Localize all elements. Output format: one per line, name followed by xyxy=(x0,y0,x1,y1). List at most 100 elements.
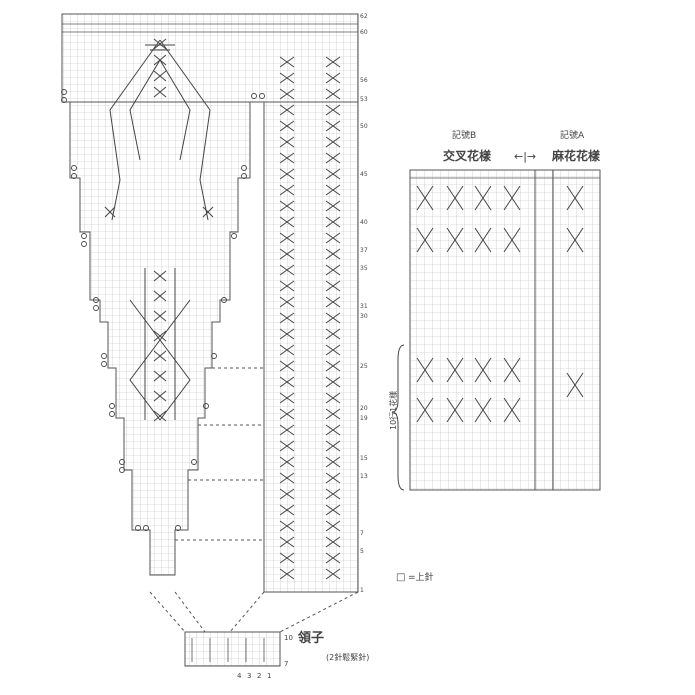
cross-mark-stroke xyxy=(279,504,295,516)
cross-mark-stroke xyxy=(202,206,214,218)
cross-mark-stroke xyxy=(325,568,341,580)
cross-mark-stroke xyxy=(279,216,295,228)
cross-mark-stroke xyxy=(153,310,167,322)
cross-mark-stroke xyxy=(416,227,434,253)
cross-mark-stroke xyxy=(325,232,341,244)
cross-mark-stroke xyxy=(153,270,167,282)
cross-mark-stroke xyxy=(279,440,295,452)
cross-mark-stroke xyxy=(566,227,584,253)
cross-mark-stroke xyxy=(279,232,295,244)
cross-mark-stroke xyxy=(503,397,521,423)
title-cable-pattern: 麻花花樣 xyxy=(551,148,601,163)
cross-mark-stroke xyxy=(279,184,295,196)
cross-mark-stroke xyxy=(279,296,295,308)
legend-purl-text: =上針 xyxy=(408,571,434,583)
cross-mark-stroke xyxy=(325,280,341,292)
cross-mark-stroke xyxy=(279,536,295,548)
cross-mark-stroke xyxy=(153,290,167,302)
cross-mark-stroke xyxy=(279,488,295,500)
swatch-row-7: 7 xyxy=(284,660,288,668)
cross-mark-stroke xyxy=(325,552,341,564)
cross-mark-stroke xyxy=(325,152,341,164)
cross-mark-stroke xyxy=(446,397,464,423)
cross-mark-stroke xyxy=(325,392,341,404)
cross-mark-stroke xyxy=(279,552,295,564)
cross-mark-stroke xyxy=(279,424,295,436)
cross-mark-stroke xyxy=(325,520,341,532)
row-number: 19 xyxy=(360,415,368,422)
cross-mark-stroke xyxy=(503,185,521,211)
row-number: 50 xyxy=(360,123,368,130)
collar-subtitle: (2針鬆緊針) xyxy=(326,652,369,662)
cross-mark-stroke xyxy=(503,227,521,253)
repeat-label: 10行1花樣 xyxy=(388,391,398,430)
cross-mark-stroke xyxy=(279,152,295,164)
cross-mark-stroke xyxy=(474,185,492,211)
guide-lines xyxy=(149,367,359,633)
cross-mark-stroke xyxy=(279,72,295,84)
collar-title: 領子 xyxy=(298,630,324,646)
row-number: 15 xyxy=(360,455,368,462)
collar-swatch-grid xyxy=(184,631,281,667)
cross-mark-stroke xyxy=(279,472,295,484)
cross-mark-stroke xyxy=(153,370,167,382)
cross-mark-stroke xyxy=(325,376,341,388)
cross-mark-stroke xyxy=(325,200,341,212)
cross-mark-stroke xyxy=(416,185,434,211)
cross-mark-stroke xyxy=(325,264,341,276)
cross-mark-stroke xyxy=(279,104,295,116)
cross-mark-stroke xyxy=(325,216,341,228)
cross-mark-stroke xyxy=(325,312,341,324)
swatch-col-2: 2 xyxy=(257,672,261,680)
main-chart-top-block xyxy=(61,13,359,103)
detail-cross-marks xyxy=(416,185,584,423)
cross-mark-stroke xyxy=(325,456,341,468)
cross-mark-stroke xyxy=(325,504,341,516)
diamond-lattice-upper xyxy=(109,39,211,221)
cross-mark-stroke xyxy=(279,280,295,292)
cross-mark-stroke xyxy=(279,200,295,212)
diamond-lattice-lower xyxy=(129,268,191,421)
title-cross-pattern: 交叉花樣 xyxy=(443,148,492,163)
cross-mark-stroke xyxy=(279,248,295,260)
cross-mark-stroke xyxy=(279,264,295,276)
cross-mark-stroke xyxy=(325,440,341,452)
rib-stitch-lines xyxy=(191,638,265,662)
row-number: 1 xyxy=(360,587,364,594)
cross-mark-stroke xyxy=(153,350,167,362)
cross-mark-stroke xyxy=(325,344,341,356)
cross-mark-stroke xyxy=(566,372,584,398)
cross-mark-stroke xyxy=(325,472,341,484)
cross-mark-stroke xyxy=(325,88,341,100)
cross-mark-stroke xyxy=(416,357,434,383)
row-number: 62 xyxy=(360,13,368,20)
cross-mark-stroke xyxy=(279,136,295,148)
cross-mark-stroke xyxy=(279,520,295,532)
cross-mark-stroke xyxy=(325,120,341,132)
cross-mark-stroke xyxy=(325,296,341,308)
legend-purl-icon: □ xyxy=(396,572,405,583)
row-number: 37 xyxy=(360,247,368,254)
cross-mark-stroke xyxy=(279,168,295,180)
cross-mark-stroke xyxy=(325,184,341,196)
cross-mark-stroke xyxy=(153,38,167,50)
row-number: 40 xyxy=(360,219,368,226)
row-number: 5 xyxy=(360,548,364,555)
cross-mark-stroke xyxy=(474,227,492,253)
collar-swatch: 10 7 4 3 2 1 領子 (2針鬆緊針) xyxy=(184,630,369,680)
cross-mark-stroke xyxy=(503,357,521,383)
main-chart-cable-column xyxy=(263,101,359,593)
cross-mark-stroke xyxy=(153,390,167,402)
cross-mark-stroke xyxy=(566,185,584,211)
row-number: 30 xyxy=(360,313,368,320)
cross-mark-stroke xyxy=(325,168,341,180)
cross-mark-stroke xyxy=(446,185,464,211)
cross-mark-stroke xyxy=(325,328,341,340)
cross-mark-stroke xyxy=(279,408,295,420)
cross-mark-stroke xyxy=(153,86,167,98)
detail-grid xyxy=(409,169,601,491)
cross-mark-stroke xyxy=(325,424,341,436)
cross-mark-stroke xyxy=(153,410,167,422)
row-number: 53 xyxy=(360,96,368,103)
